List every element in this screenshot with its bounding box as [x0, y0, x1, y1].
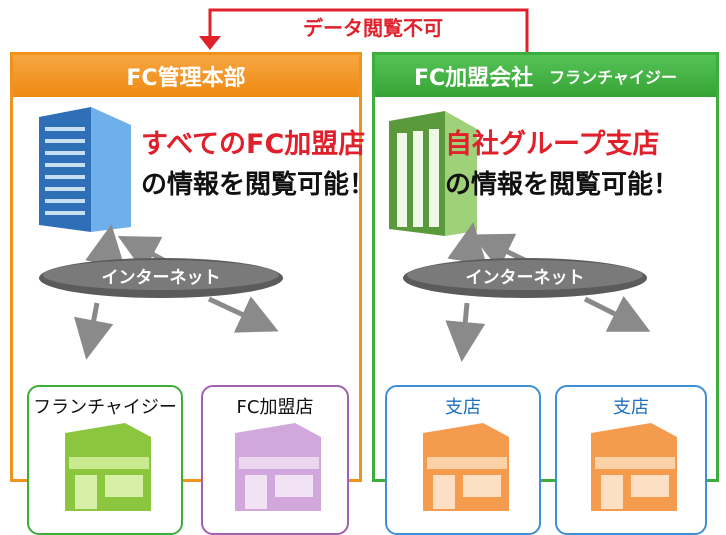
network-arrows — [39, 224, 283, 360]
headline-line1: すべてのFC加盟店 — [141, 129, 366, 160]
panel-header: FC加盟会社 フランチャイジー — [375, 55, 716, 97]
panel-title: FC管理本部 — [126, 66, 246, 91]
network-arrows — [403, 222, 651, 362]
branch-shop-card: 支店 — [385, 385, 541, 535]
internet-label: インターネット — [101, 268, 221, 288]
headline-line2: の情報を閲覧可能！ — [445, 170, 680, 200]
branch-shop-card: 支店 — [555, 385, 707, 535]
panel-subtitle: フランチャイジー — [549, 68, 678, 87]
fc-member-company-panel: FC加盟会社 フランチャイジー 自社グループ支店 の情報を閲覧可能！ イン — [372, 52, 719, 535]
internet-label: インターネット — [465, 268, 585, 288]
headline: 自社グループ支店 の情報を閲覧可能！ — [445, 125, 679, 205]
headline: すべてのFC加盟店 の情報を閲覧可能！ — [141, 125, 375, 205]
data-block-arrow — [199, 8, 529, 56]
shop-label: フランチャイジー — [33, 397, 177, 418]
shop-icon — [423, 423, 509, 511]
office-building-icon — [39, 107, 131, 232]
panel-header: FC管理本部 — [13, 55, 359, 97]
company-building-icon — [389, 111, 477, 236]
fc-member-shop-card: FC加盟店 — [201, 385, 349, 535]
data-block-label: データ閲覧不可 — [303, 16, 443, 40]
shop-label: 支店 — [613, 397, 649, 418]
headline-line2: の情報を閲覧可能！ — [141, 170, 376, 200]
shop-label: FC加盟店 — [236, 397, 314, 418]
shop-label: 支店 — [445, 397, 481, 418]
headline-line1: 自社グループ支店 — [445, 129, 660, 160]
shop-icon — [65, 423, 151, 511]
franchisee-shop-card: フランチャイジー — [27, 385, 183, 535]
shop-icon — [591, 423, 677, 511]
fc-headquarters-panel: FC管理本部 すべてのFC加盟店 の情報を閲覧可能！ インター — [10, 52, 375, 535]
panel-title: FC加盟会社 — [413, 66, 534, 91]
shop-icon — [235, 423, 321, 511]
